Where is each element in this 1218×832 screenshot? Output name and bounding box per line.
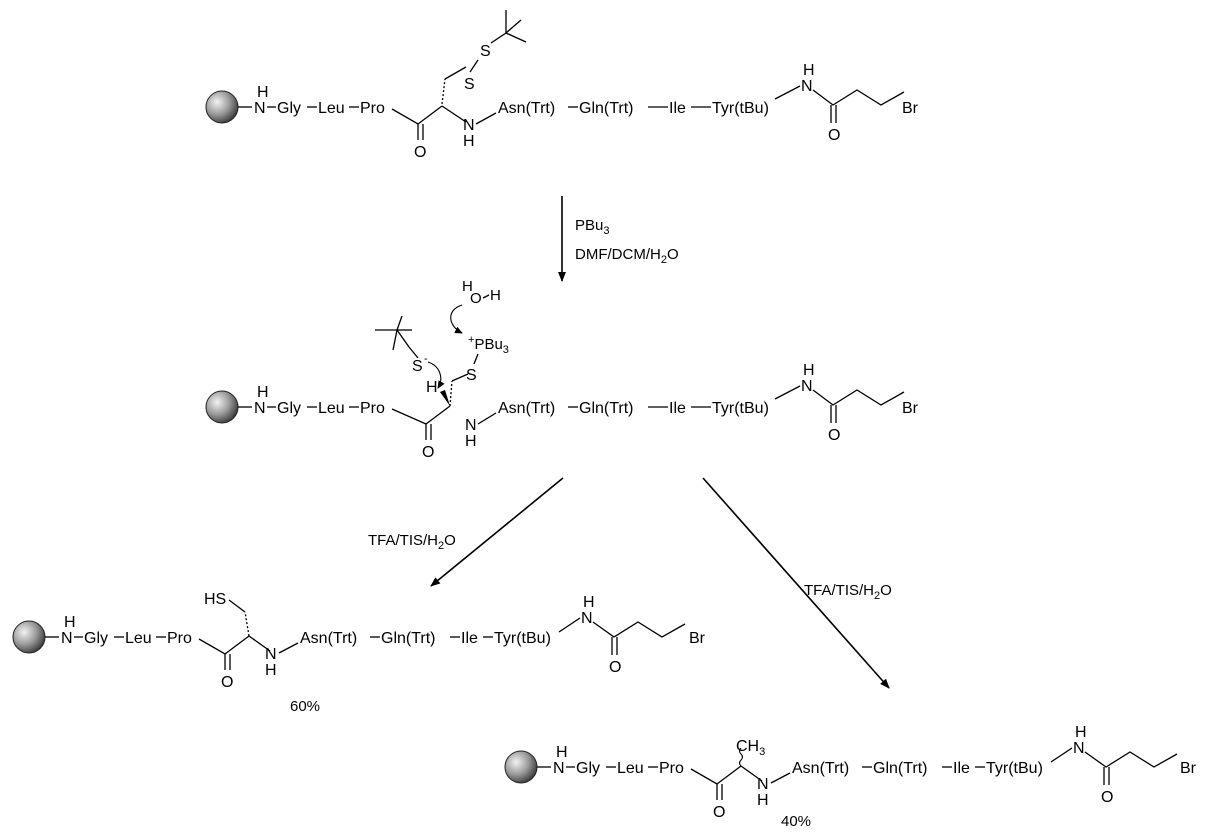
water-attack-arrow (450, 304, 463, 334)
amine-h: H (257, 384, 269, 401)
residue-tyr: Tyr(tBu) (494, 630, 551, 647)
bromine: Br (902, 100, 919, 117)
step2-left-reagents: TFA/TIS/H2O (368, 532, 456, 552)
residue-gly: Gly (277, 400, 301, 417)
residue-pro: Pro (360, 400, 385, 417)
residue-tyr: Tyr(tBu) (712, 400, 769, 417)
backbone-h: H (465, 433, 477, 450)
residue-pro: Pro (167, 630, 192, 647)
backbone-n: N (465, 417, 477, 434)
bromine: Br (902, 400, 919, 417)
water-o: O (470, 290, 482, 307)
thiolate-s: S (412, 358, 423, 375)
residue-ile: Ile (461, 630, 478, 647)
residue-leu: Leu (318, 400, 345, 417)
bromine: Br (689, 630, 706, 647)
step1-reagent-pbu3: PBu3 (575, 217, 609, 237)
yield-right: 40% (781, 813, 811, 830)
step2-left-arrow (430, 477, 564, 587)
residue-gln: Gln(Trt) (873, 760, 928, 777)
amide-h: H (1075, 724, 1087, 741)
amide-o: O (1101, 789, 1113, 806)
residue-asn: Asn(Trt) (300, 630, 357, 647)
amine-h: H (257, 84, 269, 101)
step2-right-arrow (702, 477, 890, 689)
sulfur-1: S (464, 76, 475, 93)
step2-arrows: TFA/TIS/H2O TFA/TIS/H2O (368, 477, 892, 689)
amine-h: H (64, 614, 76, 631)
residue-gln: Gln(Trt) (579, 400, 634, 417)
bromine: Br (1180, 760, 1197, 777)
carbonyl-o: O (713, 804, 725, 821)
water-h2: H (490, 287, 501, 304)
intermediate: H N Gly Leu Pro O H S +PBu3 H O H S (205, 278, 919, 461)
amide-o: O (828, 127, 840, 144)
backbone-n: N (265, 646, 277, 663)
backbone-h: H (463, 133, 475, 150)
amide-h: H (803, 362, 815, 379)
residue-tyr: Tyr(tBu) (986, 760, 1043, 777)
amide-n: N (801, 378, 813, 395)
phosphonium: +PBu3 (468, 334, 509, 356)
step1-arrow-group: PBu3 DMF/DCM/H2O (558, 196, 679, 282)
backbone-h: H (265, 662, 277, 679)
sulfur-2: S (480, 43, 491, 60)
amine-n: N (254, 400, 266, 417)
amide-n: N (1073, 740, 1085, 757)
amide-n: N (581, 610, 593, 627)
resin-bead (205, 390, 239, 424)
carbonyl-o: O (414, 144, 426, 161)
residue-leu: Leu (318, 100, 345, 117)
amine-n: N (61, 630, 73, 647)
residue-gly: Gly (277, 100, 301, 117)
amide-o: O (828, 427, 840, 444)
methyl: CH3 (736, 738, 765, 758)
residue-tyr: Tyr(tBu) (712, 100, 769, 117)
residue-gln: Gln(Trt) (381, 630, 436, 647)
amide-h: H (803, 62, 815, 79)
backbone-h: H (757, 792, 769, 809)
product-cysteine: H N Gly Leu Pro O HS N H Asn(Trt) Gln(Tr… (12, 591, 706, 715)
residue-pro: Pro (659, 760, 684, 777)
residue-ile: Ile (669, 400, 686, 417)
residue-asn: Asn(Trt) (792, 760, 849, 777)
deprotonation-arrow (427, 361, 445, 389)
wavy-bond (738, 747, 744, 767)
step2-right-reagents: TFA/TIS/H2O (804, 582, 892, 602)
resin-bead (205, 90, 239, 124)
amide-o: O (609, 659, 621, 676)
sulfur: S (466, 367, 477, 384)
amide-n: N (801, 78, 813, 95)
residue-leu: Leu (617, 760, 644, 777)
amine-n: N (553, 760, 565, 777)
resin-bead (504, 750, 538, 784)
residue-asn: Asn(Trt) (498, 400, 555, 417)
resin-bead (12, 620, 46, 654)
backbone-n: N (463, 117, 475, 134)
yield-left: 60% (290, 698, 320, 715)
residue-gln: Gln(Trt) (579, 100, 634, 117)
thiolate-charge: - (424, 353, 428, 365)
starting-material: H N Gly Leu Pro O S S N H Asn(Trt) Gln(T… (205, 10, 919, 161)
residue-gly: Gly (576, 760, 600, 777)
residue-asn: Asn(Trt) (498, 100, 555, 117)
wedge-bond (440, 390, 450, 406)
amide-h: H (583, 594, 595, 611)
amine-h: H (556, 744, 568, 761)
residue-pro: Pro (360, 100, 385, 117)
water-h1: H (462, 278, 473, 295)
product-alanine: H N Gly Leu Pro O CH3 N H Asn(Trt) Gln(T… (504, 724, 1197, 830)
carbonyl-o: O (422, 444, 434, 461)
thiol-hs: HS (204, 591, 226, 608)
alpha-h: H (426, 379, 438, 396)
carbonyl-o: O (221, 674, 233, 691)
residue-ile: Ile (669, 100, 686, 117)
residue-gly: Gly (84, 630, 108, 647)
step1-solvent: DMF/DCM/H2O (575, 246, 679, 266)
amine-n: N (254, 100, 266, 117)
residue-ile: Ile (953, 760, 970, 777)
residue-leu: Leu (125, 630, 152, 647)
backbone-n: N (757, 776, 769, 793)
